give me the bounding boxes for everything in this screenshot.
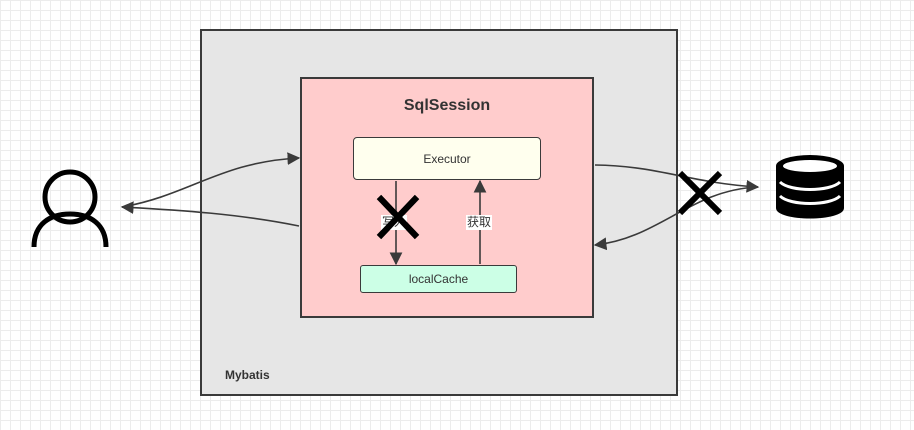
cross-mark-icon: [677, 170, 723, 216]
edge-session-to-user: [120, 201, 300, 227]
mybatis-label: Mybatis: [225, 368, 270, 382]
executor-label: Executor: [423, 151, 471, 166]
user-icon: [31, 169, 109, 248]
database-icon: [776, 155, 844, 219]
edge-session-to-db: [594, 164, 760, 193]
edge-db-to-session: [593, 186, 759, 251]
localcache-label: localCache: [408, 272, 469, 286]
localcache-node: localCache: [360, 265, 517, 293]
sqlsession-title: SqlSession: [403, 97, 491, 114]
edge-label-get: 获取: [466, 215, 493, 230]
edge-label-write: 写入: [381, 215, 408, 230]
executor-node: Executor: [353, 137, 541, 180]
edge-user-to-session: [121, 152, 301, 208]
